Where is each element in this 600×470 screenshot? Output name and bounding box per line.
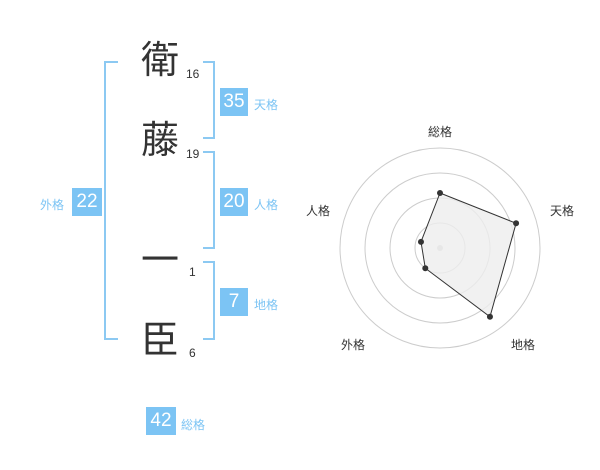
radar-point-3 xyxy=(422,265,429,272)
chikaku-bracket xyxy=(203,261,215,340)
soukaku-label: 総格 xyxy=(181,418,206,432)
jinkaku-bracket xyxy=(203,151,215,249)
radar-point-0 xyxy=(437,190,443,196)
radar-axis-label-jinkaku: 人格 xyxy=(306,204,331,218)
chikaku-label: 地格 xyxy=(254,298,279,312)
jinkaku-label: 人格 xyxy=(254,198,279,212)
soukaku-value: 42 xyxy=(146,407,176,435)
name-char-2: 藤 xyxy=(141,118,180,162)
gaikaku-bracket xyxy=(104,61,118,340)
radar-ring-4 xyxy=(339,147,541,349)
radar-series-polygon xyxy=(420,192,517,318)
radar-ring-3 xyxy=(364,172,516,324)
tenkaku-bracket xyxy=(203,61,215,139)
stroke-count-2: 19 xyxy=(186,147,200,161)
name-char-1: 衛 xyxy=(141,38,180,82)
stroke-count-1: 16 xyxy=(186,67,200,81)
radar-axis-label-chikaku: 地格 xyxy=(511,338,536,352)
gaikaku-label: 外格 xyxy=(40,198,65,212)
radar-axis-label-tenkaku: 天格 xyxy=(550,204,575,218)
tenkaku-label: 天格 xyxy=(254,98,279,112)
radar-point-2 xyxy=(486,313,493,320)
radar-axis-label-soukaku: 総格 xyxy=(428,125,453,139)
tenkaku-value: 35 xyxy=(220,88,248,116)
radar-point-4 xyxy=(417,238,424,245)
stroke-count-3: 1 xyxy=(189,265,196,279)
stroke-count-4: 6 xyxy=(189,346,196,360)
name-char-3: 一 xyxy=(141,238,180,282)
radar-axis-label-gaikaku: 外格 xyxy=(341,338,366,352)
gaikaku-value: 22 xyxy=(72,188,102,216)
name-char-4: 臣 xyxy=(141,318,180,362)
radar-point-1 xyxy=(513,220,520,227)
chikaku-value: 7 xyxy=(220,288,248,316)
jinkaku-value: 20 xyxy=(220,188,248,216)
